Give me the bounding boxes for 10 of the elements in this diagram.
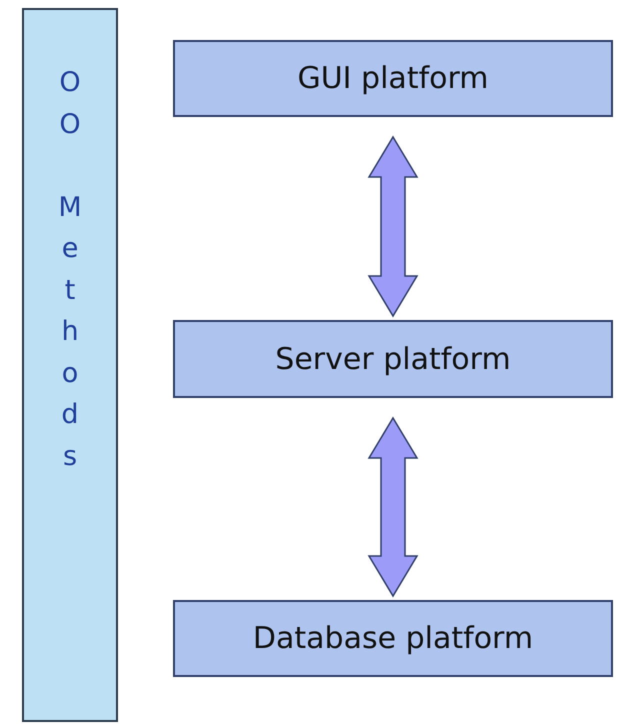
double-arrow <box>368 416 418 598</box>
platform-box <box>173 320 613 398</box>
platform-box <box>173 600 613 677</box>
box-label: Database platform <box>252 621 534 656</box>
box-label: Server platform <box>275 342 511 376</box>
platform-box <box>173 40 613 117</box>
box-label: GUI platform <box>297 61 489 96</box>
side-band <box>22 8 118 722</box>
double-arrow <box>368 136 418 318</box>
vertical-label: OO Methods <box>57 66 83 474</box>
